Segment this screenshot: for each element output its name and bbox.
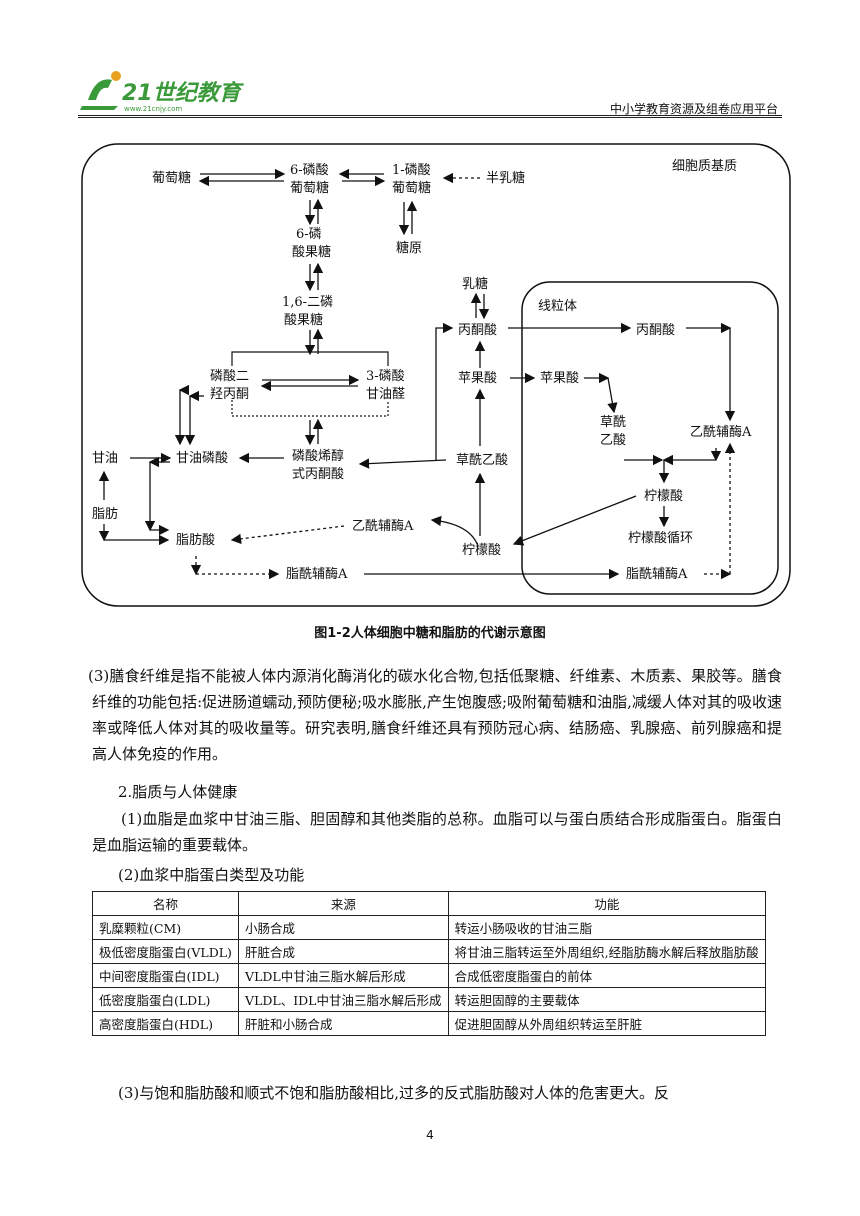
logo-url: www.21cnjy.com <box>124 105 182 113</box>
diagram-arrows <box>98 168 736 580</box>
node-g1p-2: 葡萄糖 <box>392 180 431 196</box>
table-title: (2)血浆中脂蛋白类型及功能 <box>118 866 305 884</box>
cell-name: 极低密度脂蛋白(VLDL) <box>91 939 240 964</box>
node-f6p-1: 6-磷 <box>296 227 322 242</box>
cell-source: 小肠合成 <box>238 915 449 940</box>
label-cytoplasm: 细胞质基质 <box>672 159 737 174</box>
logo-text: 21世纪教育 <box>122 80 245 106</box>
cell-name: 低密度脂蛋白(LDL) <box>91 987 240 1012</box>
table-row: 乳糜颗粒(CM) 小肠合成 转运小肠吸收的甘油三脂 <box>91 915 767 940</box>
node-dhap-2: 羟丙酮 <box>210 387 249 402</box>
node-m-malate: 苹果酸 <box>540 371 579 386</box>
node-m-oaa-2: 乙酸 <box>600 433 626 448</box>
node-glucose: 葡萄糖 <box>152 170 191 186</box>
cell-function: 转运胆固醇的主要载体 <box>447 987 767 1012</box>
lipoprotein-table: 名称 来源 功能 乳糜颗粒(CM) 小肠合成 转运小肠吸收的甘油三脂 极低密度脂… <box>91 891 767 1036</box>
node-pyruvate: 丙酮酸 <box>458 323 497 338</box>
node-m-oaa-1: 草酰 <box>600 415 626 430</box>
header-platform-text: 中小学教育资源及组卷应用平台 <box>609 102 778 116</box>
header-source: 来源 <box>238 891 449 916</box>
table-row: 高密度脂蛋白(HDL) 肝脏和小肠合成 促进胆固醇从外周组织转运至肝脏 <box>91 1011 767 1036</box>
node-oaa: 草酰乙酸 <box>456 453 508 468</box>
node-malate: 苹果酸 <box>458 371 497 386</box>
node-m-citrate: 柠檬酸 <box>644 489 683 504</box>
cell-source: VLDL、IDL中甘油三脂水解后形成 <box>238 987 449 1012</box>
cell-function: 合成低密度脂蛋白的前体 <box>447 963 767 988</box>
paragraph-trans-fat: (3)与饱和脂肪酸和顺式不饱和脂肪酸相比,过多的反式脂肪酸对人体的危害更大。反 <box>118 1084 670 1102</box>
logo: 21世纪教育 www.21cnjy.com <box>80 71 245 113</box>
table-header-row: 名称 来源 功能 <box>91 891 767 916</box>
node-m-pyruvate: 丙酮酸 <box>636 323 675 338</box>
node-m-acyl-coa: 脂酰辅酶A <box>626 566 688 582</box>
node-pep-1: 磷酸烯醇 <box>292 448 344 464</box>
node-acetyl-coa: 乙酰辅酶A <box>352 518 414 534</box>
paragraph-blood-lipids: (1)血脂是血浆中甘油三脂、胆固醇和其他类脂的总称。血脂可以与蛋白质结合形成脂蛋… <box>92 810 782 854</box>
node-acyl-coa: 脂酰辅酶A <box>286 566 348 582</box>
diagram-brackets <box>231 351 389 417</box>
cell-function: 转运小肠吸收的甘油三脂 <box>447 915 767 940</box>
paragraph-dietary-fiber: (3)膳食纤维是指不能被人体内源消化酶消化的碳水化合物,包括低聚糖、纤维素、木质… <box>88 667 782 763</box>
node-glycerol-phosphate: 甘油磷酸 <box>176 451 228 466</box>
section-heading-lipids: 2.脂质与人体健康 <box>118 783 238 801</box>
cell-source: VLDL中甘油三脂水解后形成 <box>238 963 449 988</box>
cell-name: 乳糜颗粒(CM) <box>91 915 240 940</box>
node-dhap-1: 磷酸二 <box>210 369 249 384</box>
label-mitochondria: 线粒体 <box>538 299 577 314</box>
cell-name: 中间密度脂蛋白(IDL) <box>91 963 240 988</box>
node-f6p-2: 酸果糖 <box>292 244 331 260</box>
node-g6p-1: 6-磷酸 <box>290 163 329 178</box>
figure-caption: 图1-2人体细胞中糖和脂肪的代谢示意图 <box>314 626 546 641</box>
node-fat: 脂肪 <box>92 506 118 522</box>
header-rule <box>78 115 782 116</box>
node-m-acetyl-coa: 乙酰辅酶A <box>690 424 752 440</box>
table-row: 极低密度脂蛋白(VLDL) 肝脏合成 将甘油三脂转运至外周组织,经脂肪酶水解后释… <box>91 939 767 964</box>
table-row: 低密度脂蛋白(LDL) VLDL、IDL中甘油三脂水解后形成 转运胆固醇的主要载… <box>91 987 767 1012</box>
node-fatty-acid: 脂肪酸 <box>176 532 215 548</box>
node-g3p-2: 甘油醛 <box>366 386 405 402</box>
header-rule-2 <box>78 117 782 118</box>
metabolism-diagram: 细胞质基质 线粒体 葡萄糖 6-磷酸 葡萄糖 1-磷酸 葡萄糖 半乳糖 糖原 6… <box>81 143 791 607</box>
node-g3p-1: 3-磷酸 <box>366 369 405 384</box>
node-lactose: 乳糖 <box>462 276 488 292</box>
table-row: 中间密度脂蛋白(IDL) VLDL中甘油三脂水解后形成 合成低密度脂蛋白的前体 <box>91 963 767 988</box>
node-pep-2: 式丙酮酸 <box>292 467 344 482</box>
cell-function: 促进胆固醇从外周组织转运至肝脏 <box>447 1011 767 1036</box>
node-galactose: 半乳糖 <box>486 170 525 186</box>
node-g1p-1: 1-磷酸 <box>392 163 431 178</box>
mitochondria-region <box>521 281 779 595</box>
node-citrate: 柠檬酸 <box>462 543 501 558</box>
header-name: 名称 <box>91 891 240 916</box>
node-glycogen: 糖原 <box>396 240 422 256</box>
cell-name: 高密度脂蛋白(HDL) <box>91 1011 240 1036</box>
node-g6p-2: 葡萄糖 <box>290 180 329 196</box>
page-header: 21世纪教育 www.21cnjy.com 中小学教育资源及组卷应用平台 <box>78 66 778 116</box>
cell-function: 将甘油三脂转运至外周组织,经脂肪酶水解后释放脂肪酸 <box>447 939 767 964</box>
node-f16bp-1: 1,6-二磷 <box>282 295 333 310</box>
header-function: 功能 <box>447 891 767 916</box>
node-glycerol: 甘油 <box>92 451 118 466</box>
node-f16bp-2: 酸果糖 <box>284 312 323 328</box>
node-m-tca: 柠檬酸循环 <box>628 531 693 546</box>
page-number: 4 <box>426 1128 434 1142</box>
cytoplasm-region <box>81 143 791 607</box>
cell-source: 肝脏合成 <box>238 939 449 964</box>
cell-source: 肝脏和小肠合成 <box>238 1011 449 1036</box>
